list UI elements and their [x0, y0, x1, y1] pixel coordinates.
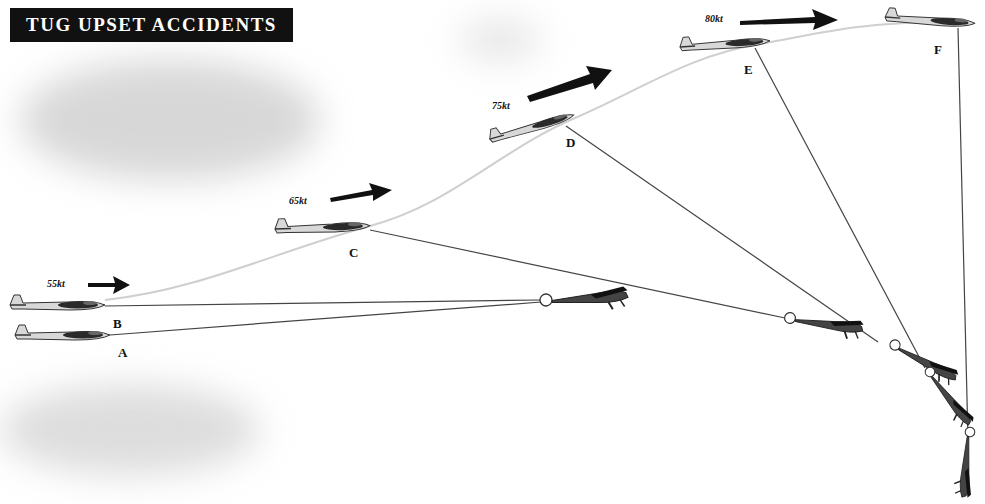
- position-letter: F: [934, 43, 942, 56]
- position-letter: C: [349, 246, 358, 259]
- position-letter: B: [113, 317, 122, 330]
- speed-label: 65kt: [289, 196, 307, 206]
- speed-label: 55kt: [47, 279, 65, 289]
- position-letter: D: [566, 136, 575, 149]
- title-banner: TUG UPSET ACCIDENTS: [10, 8, 293, 42]
- position-letter: E: [744, 63, 753, 76]
- speed-label: 75kt: [492, 101, 510, 111]
- speed-label: 80kt: [705, 14, 723, 24]
- position-letter: A: [118, 346, 127, 359]
